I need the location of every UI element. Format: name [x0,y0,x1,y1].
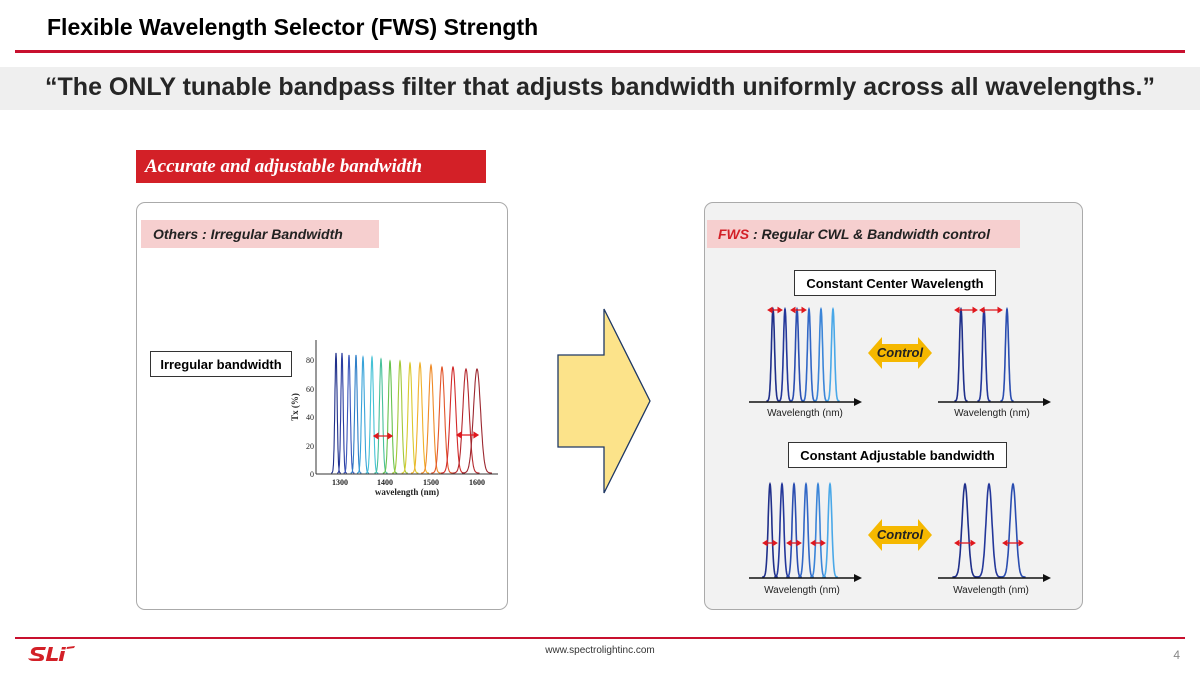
bw-control-arrow-icon: Control [868,519,932,551]
cwl-left-spectrum [749,306,862,406]
spectral-peak [810,481,826,578]
spectral-peak [778,306,792,402]
plot-peaks [331,352,492,474]
bandwidth-arrow [954,539,976,547]
spectral-peak [343,354,355,474]
spectral-peak [802,306,816,402]
spectral-peak [826,306,840,402]
footer-divider [15,637,1185,639]
constant-bandwidth-label: Constant Adjustable bandwidth [788,442,1007,468]
irregular-transmission-plot: 0 20 40 60 80 1300 1400 1500 1600 wavele… [290,340,498,497]
page-number: 4 [1173,648,1180,662]
spectral-peak [822,481,838,578]
x-tick-label: 1300 [332,478,348,487]
cwl-control-label: Control [877,345,924,360]
bandwidth-arrow [767,306,783,314]
spectral-peak [976,482,1002,578]
spectral-peak [401,361,419,474]
plot-y-label: Tx (%) [290,393,300,421]
y-tick-label: 20 [306,442,314,451]
spectral-peak [774,481,790,578]
x-tick-label: 1500 [423,478,439,487]
slide-title: Flexible Wavelength Selector (FWS) Stren… [47,14,539,40]
cwl-right-spectrum [938,306,1051,406]
bandwidth-arrow [810,539,826,547]
spectral-peak [786,481,802,578]
spectral-peak [421,363,441,474]
bandwidth-arrow [762,539,778,547]
spectral-peak [392,359,408,474]
tagline-band [0,67,1200,110]
spectral-peak [977,306,991,402]
bandwidth-arrow [979,306,1003,314]
plot-x-label: wavelength (nm) [375,487,439,497]
y-tick-label: 80 [306,356,314,365]
bandwidth-arrow [954,306,978,314]
cwl-left-axis-label: Wavelength (nm) [767,408,843,419]
spectral-peak [411,361,429,474]
tagline: “The ONLY tunable bandpass filter that a… [45,73,1155,101]
right-panel-pill: FWS : Regular CWL & Bandwidth control [707,220,1020,248]
spectral-peak [431,365,453,474]
title-divider [15,50,1185,53]
y-tick-label: 0 [310,470,314,479]
y-tick-label: 60 [306,385,314,394]
spectral-peak [1000,482,1026,578]
left-panel [136,202,508,610]
spectral-peak [452,367,480,474]
bw-left-spectrum [749,481,862,582]
y-tick-label: 40 [306,413,314,422]
spectral-peak [357,354,369,474]
right-arrow-icon [557,308,651,494]
bw-control-label: Control [877,527,924,542]
fws-label: FWS [718,226,750,242]
bw-left-axis-label: Wavelength (nm) [764,585,840,596]
spectral-peak [462,368,492,474]
bandwidth-arrow [786,539,802,547]
constant-cwl-label: Constant Center Wavelength [794,270,996,296]
section-badge: Accurate and adjustable bandwidth [136,150,486,183]
spectral-peak [382,359,398,474]
spectral-peak [441,365,465,474]
bw-right-axis-label: Wavelength (nm) [953,585,1029,596]
bandwidth-markers [372,431,480,440]
spectral-peak [374,357,388,474]
bandwidth-arrow [1002,539,1024,547]
right-pill-text: : Regular CWL & Bandwidth control [749,226,990,242]
irregular-bandwidth-callout: Irregular bandwidth [150,351,292,377]
spectral-peak [790,306,804,402]
spectral-peak [814,306,828,402]
spectral-peak [365,354,379,474]
spectral-peak [798,481,814,578]
bw-right-spectrum [938,482,1051,582]
spectral-peak [762,481,778,578]
bandwidth-arrow [790,306,807,314]
spectral-peak [952,482,978,578]
x-tick-label: 1400 [377,478,393,487]
x-tick-label: 1600 [469,478,485,487]
footer-url: www.spectrolightinc.com [545,645,655,656]
sli-logo [28,646,75,661]
spectral-peak [766,306,780,402]
left-panel-pill: Others : Irregular Bandwidth [141,220,379,248]
cwl-right-axis-label: Wavelength (nm) [954,408,1030,419]
cwl-control-arrow-icon: Control [868,337,932,369]
spectral-peak [954,306,968,402]
spectral-peak [1000,306,1014,402]
